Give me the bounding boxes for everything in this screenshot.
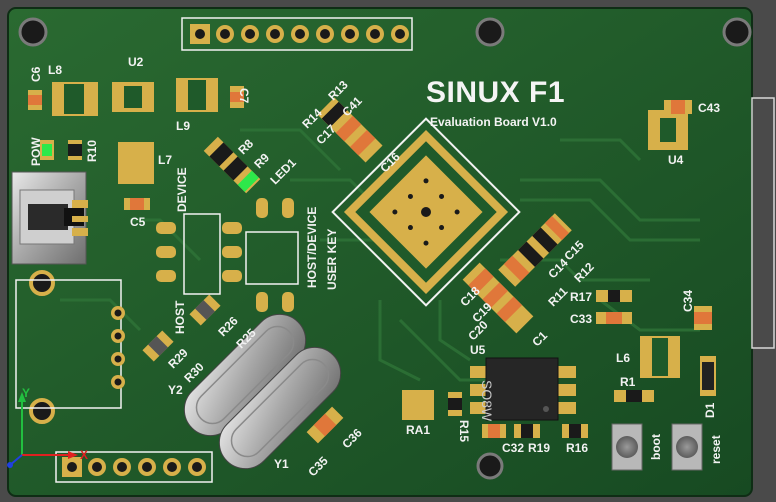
label-y1: Y1 (274, 457, 289, 471)
power-components (52, 78, 688, 378)
label-l6: L6 (616, 351, 631, 365)
label-user-key: USER KEY (325, 228, 339, 290)
mounting-holes (18, 17, 752, 480)
micro-usb-connector (11, 171, 88, 265)
label-u2: U2 (128, 55, 144, 69)
right-edge-connector (751, 97, 775, 349)
axis-y-label: Y (22, 386, 31, 400)
board-outline (7, 7, 753, 497)
label-y2: Y2 (168, 383, 183, 397)
label-r15: R15 (457, 420, 471, 443)
label-d1: D1 (703, 402, 717, 418)
smd-passives (28, 86, 716, 438)
label-r16: R16 (566, 441, 589, 455)
left-side-connector (15, 279, 125, 409)
label-device: DEVICE (175, 167, 189, 212)
diag-passives-top (317, 97, 383, 163)
label-r10: R10 (85, 139, 99, 162)
reset-button (671, 423, 703, 471)
diag-passives-r26 (189, 294, 221, 326)
label-reset: reset (709, 435, 723, 464)
chip-marking: SO8W (479, 380, 495, 422)
origin-axis-icon (7, 392, 78, 468)
board-subtitle: Evaluation Board V1.0 (430, 115, 557, 129)
user-key-footprint (156, 198, 299, 312)
label-c7: C7 (237, 88, 251, 104)
label-ra1: RA1 (406, 423, 431, 437)
label-r1: R1 (620, 375, 636, 389)
label-host: HOST (173, 300, 187, 334)
label-l8: L8 (48, 63, 63, 77)
label-c33: C33 (570, 312, 593, 326)
label-host-device: HOST/DEVICE (305, 206, 319, 288)
diag-passives-bottom (462, 262, 534, 334)
crystal-y1 (218, 346, 342, 470)
soic8-chip (470, 357, 576, 421)
diag-passives-r29 (142, 330, 174, 362)
axis-x-label: X (80, 448, 89, 462)
top-pin-header (181, 17, 413, 51)
diag-passives-left (203, 136, 261, 194)
boot-button (611, 423, 643, 471)
diag-passives-right (498, 213, 572, 287)
label-l7: L7 (158, 153, 173, 167)
label-c34: C34 (681, 289, 695, 312)
label-c5: C5 (130, 215, 146, 229)
label-l9: L9 (176, 119, 191, 133)
label-u5: U5 (470, 343, 486, 357)
label-r17: R17 (570, 290, 593, 304)
label-r19: R19 (528, 441, 551, 455)
label-c6: C6 (29, 66, 43, 82)
board-title: SINUX F1 (426, 76, 566, 109)
bottom-pin-header (55, 451, 213, 483)
label-c32: C32 (502, 441, 525, 455)
label-u4: U4 (668, 153, 684, 167)
label-c43: C43 (698, 101, 721, 115)
copper-traces (60, 128, 700, 382)
label-boot: boot (649, 434, 663, 460)
label-pow: POW (29, 137, 43, 166)
